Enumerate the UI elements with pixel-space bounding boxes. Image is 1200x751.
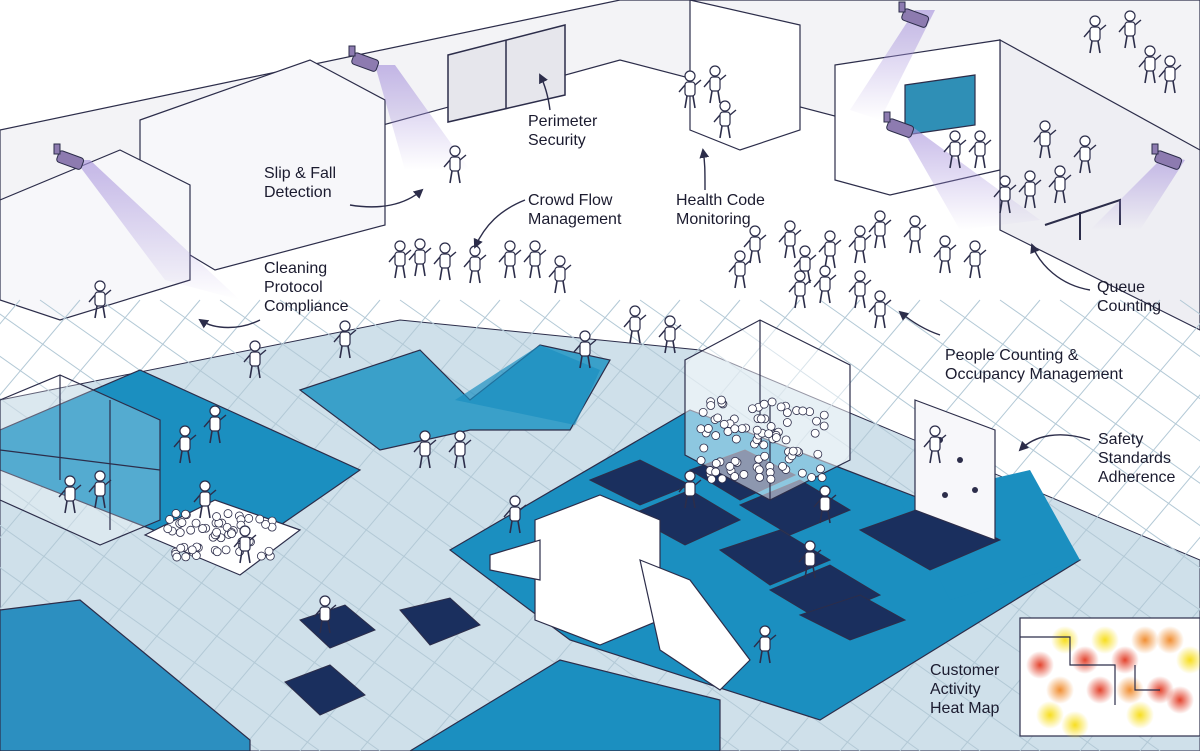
person-figure [753,625,777,664]
person-figure [743,225,767,264]
person-figure [788,270,812,309]
person-figure [1048,165,1072,204]
person-figure [623,305,647,344]
person-figure [728,250,752,289]
person-figure [868,290,892,329]
person-figure [713,100,737,139]
person-figure [1158,55,1182,94]
person-figure [1018,170,1042,209]
person-figure [413,430,437,469]
entrance-doors [447,24,566,123]
person-figure [993,175,1017,214]
person-figure [1083,15,1107,54]
security-camera-icon [1151,143,1183,170]
label-customer-activity-heat-map: Customer Activity Heat Map [930,662,1000,717]
person-figure [778,220,802,259]
person-figure [678,70,702,109]
security-camera-icon [348,45,380,72]
security-camera-icon [53,143,85,170]
label-crowd-flow-management: Crowd Flow Management [528,192,622,228]
person-figure [88,280,112,319]
person-figure [1073,135,1097,174]
person-figure [88,470,112,509]
callout-arrows [198,73,1091,452]
person-figure [818,230,842,269]
person-figure [923,425,947,464]
person-figure [233,525,257,564]
person-figure [313,595,337,634]
person-figure [503,495,527,534]
foam-pit-zone [298,344,611,451]
ball-pit-cage-left [0,374,161,546]
person-figure [868,210,892,249]
label-health-code-monitoring: Health Code Monitoring [676,192,765,228]
person-figure [548,255,572,294]
person-figure [703,65,727,104]
person-figure [333,320,357,359]
person-figure [203,405,227,444]
label-queue-counting: Queue Counting [1097,279,1162,315]
person-figure [903,215,927,254]
camera-beams [75,10,1185,300]
person-figure [1138,45,1162,84]
person-figure [523,240,547,279]
person-figure [1033,120,1057,159]
person-figure [798,540,822,579]
person-figure [243,340,267,379]
label-cleaning-protocol-compliance: Cleaning Protocol Compliance [264,260,349,315]
security-camera-icon [883,111,915,138]
person-figure [408,238,432,277]
person-figure [848,225,872,264]
heat-map-thumbnail [1019,617,1200,739]
label-safety-standards-adherence: Safety Standards Adherence [1098,431,1176,486]
security-camera-icon [898,1,930,28]
person-figure [573,330,597,369]
label-slip-fall-detection: Slip & Fall Detection [264,165,337,201]
person-figure [448,430,472,469]
label-people-counting-occupancy: People Counting & Occupancy Management [945,347,1123,383]
left-trampoline-zone [0,369,362,561]
person-figure [943,130,967,169]
person-figure [678,470,702,509]
person-figure [433,242,457,281]
visitors [58,10,1182,664]
person-figure [463,245,487,284]
person-figure [193,480,217,519]
person-figure [498,240,522,279]
person-figure [388,240,412,279]
person-figure [1118,10,1142,49]
person-figure [443,145,467,184]
security-cameras [53,1,1183,170]
ball-pit-cage-right [684,319,851,501]
person-figure [933,235,957,274]
person-figure [968,130,992,169]
person-figure [658,315,682,354]
person-figure [58,475,82,514]
person-figure [813,265,837,304]
person-figure [963,240,987,279]
play-structure [489,494,751,691]
person-figure [813,485,837,524]
front-pools [0,599,721,751]
label-perimeter-security: Perimeter Security [528,113,598,149]
person-figure [173,425,197,464]
person-figure [848,270,872,309]
